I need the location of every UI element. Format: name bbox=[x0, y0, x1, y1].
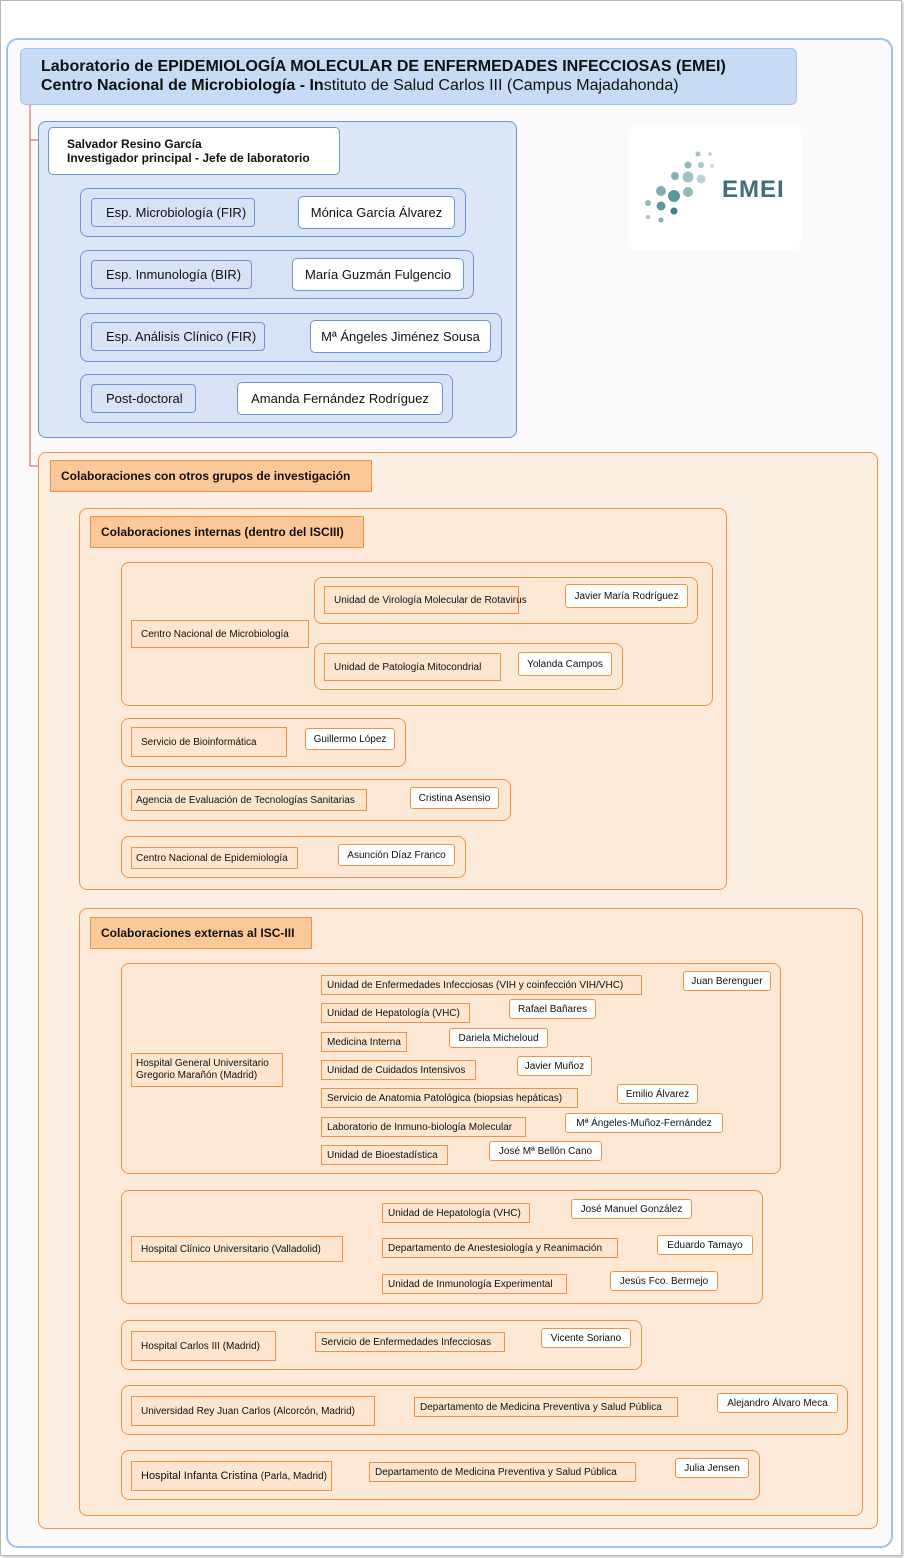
cnm-person-2: Yolanda Campos bbox=[518, 652, 612, 676]
gregorio-person-5: Emilio Álvarez bbox=[617, 1084, 698, 1104]
gregorio-unit-7: Unidad de Bioestadística bbox=[321, 1145, 448, 1165]
emei-logo: EMEI bbox=[628, 124, 801, 250]
clinico-name: Hospital Clínico Universitario (Valladol… bbox=[131, 1236, 343, 1262]
internal-unit-3: Centro Nacional de Epidemiología bbox=[131, 847, 298, 869]
header-line1-bold: EPIDEMIOLOGÍA MOLECULAR DE ENFERMEDADES … bbox=[157, 58, 726, 75]
clinico-unit-3: Unidad de Inmunología Experimental bbox=[382, 1274, 567, 1294]
gregorio-unit-6: Laboratorio de Inmuno-biología Molecular bbox=[321, 1117, 526, 1137]
clinico-person-3: Jesús Fco. Bermejo bbox=[610, 1271, 718, 1291]
gregorio-unit-5: Servicio de Anatomia Patológica (biopsia… bbox=[321, 1088, 578, 1108]
gregorio-person-4: Javier Muñoz bbox=[517, 1056, 592, 1076]
team-role-1: Esp. Microbiología (FIR) bbox=[91, 198, 255, 227]
clinico-person-2: Eduardo Tamayo bbox=[657, 1235, 753, 1255]
cnm-unit-1: Unidad de Virología Molecular de Rotavir… bbox=[324, 586, 527, 614]
clinico-unit-2: Departamento de Anestesiología y Reanima… bbox=[382, 1238, 618, 1258]
gregorio-person-6: Mª Ángeles-Muñoz-Fernández bbox=[565, 1113, 723, 1133]
gregorio-name-line2: Gregorio Marañón (Madrid) bbox=[136, 1070, 258, 1081]
urjc-unit: Departamento de Medicina Preventiva y Sa… bbox=[414, 1397, 678, 1417]
pi-box: Salvador Resino García Investigador prin… bbox=[48, 127, 340, 175]
diagram-header: Laboratorio de EPIDEMIOLOGÍA MOLECULAR D… bbox=[20, 48, 797, 105]
internal-unit-2: Agencia de Evaluación de Tecnologías San… bbox=[131, 789, 367, 811]
team-role-2: Esp. Inmunología (BIR) bbox=[91, 260, 252, 289]
gregorio-unit-2: Unidad de Hepatología (VHC) bbox=[321, 1003, 470, 1023]
infanta-name: Hospital Infanta Cristina (Parla, Madrid… bbox=[131, 1461, 332, 1491]
internal-unit-1: Servicio de Bioinformática bbox=[131, 727, 287, 757]
urjc-person: Alejandro Álvaro Meca bbox=[717, 1393, 838, 1413]
team-person-4: Amanda Fernández Rodríguez bbox=[237, 382, 443, 415]
gregorio-person-1: Juan Berenguer bbox=[683, 971, 771, 991]
internal-person-2: Cristina Asensio bbox=[410, 787, 499, 809]
cnm-name: Centro Nacional de Microbiología bbox=[131, 620, 309, 648]
team-role-3: Esp. Análisis Clínico (FIR) bbox=[91, 322, 265, 351]
carlos-person: Vicente Soriano bbox=[541, 1328, 631, 1348]
internal-person-1: Guillermo López bbox=[305, 728, 395, 750]
cnm-person-1: Javier María Rodríguez bbox=[565, 584, 688, 608]
pi-name: Salvador Resino García bbox=[67, 137, 202, 151]
gregorio-unit-4: Unidad de Cuidados Intensivos bbox=[321, 1060, 476, 1080]
header-line-1: Laboratorio de EPIDEMIOLOGÍA MOLECULAR D… bbox=[41, 57, 796, 76]
team-person-1: Mónica García Álvarez bbox=[298, 196, 455, 229]
gregorio-unit-1: Unidad de Enfermedades Infecciosas (VIH … bbox=[321, 975, 642, 995]
infanta-person: Julia Jensen bbox=[675, 1458, 749, 1478]
carlos-unit: Servicio de Enfermedades Infecciosas bbox=[315, 1332, 505, 1352]
team-role-4: Post-doctoral bbox=[91, 384, 196, 413]
header-line1-prefix: Laboratorio de bbox=[41, 58, 158, 75]
external-title: Colaboraciones externas al ISC-III bbox=[90, 917, 312, 949]
carlos-name: Hospital Carlos III (Madrid) bbox=[131, 1331, 276, 1361]
logo-text: EMEI bbox=[722, 176, 785, 203]
cnm-unit-2: Unidad de Patología Mitocondrial bbox=[324, 653, 501, 681]
infanta-name-main: Hospital Infanta Cristina bbox=[141, 1470, 258, 1482]
infanta-name-small: (Parla, Madrid) bbox=[260, 1470, 327, 1482]
gregorio-person-7: José Mª Bellón Cano bbox=[489, 1141, 602, 1161]
infanta-unit: Departamento de Medicina Preventiva y Sa… bbox=[369, 1462, 636, 1482]
gregorio-person-3: Dariela Micheloud bbox=[449, 1028, 548, 1048]
internal-person-3: Asunción Díaz Franco bbox=[338, 844, 455, 866]
gregorio-name-line1: Hospital General Universitario bbox=[136, 1058, 269, 1069]
header-line2-bold: Centro Nacional de Microbiología - In bbox=[41, 77, 324, 94]
urjc-name: Universidad Rey Juan Carlos (Alcorcón, M… bbox=[131, 1396, 375, 1426]
header-line-2: Centro Nacional de Microbiología - Insti… bbox=[41, 76, 796, 95]
team-person-3: Mª Ángeles Jiménez Sousa bbox=[310, 320, 491, 353]
logo-dots-icon bbox=[645, 151, 714, 223]
collab-title: Colaboraciones con otros grupos de inves… bbox=[50, 460, 372, 492]
header-line2-rest: stituto de Salud Carlos III (Campus Maja… bbox=[323, 77, 679, 94]
gregorio-unit-3: Medicina Interna bbox=[321, 1032, 407, 1052]
clinico-unit-1: Unidad de Hepatología (VHC) bbox=[382, 1203, 530, 1223]
gregorio-name: Hospital General Universitario Gregorio … bbox=[131, 1053, 283, 1087]
clinico-person-1: José Manuel González bbox=[571, 1199, 692, 1219]
team-person-2: María Guzmán Fulgencio bbox=[292, 258, 464, 291]
gregorio-person-2: Rafael Bañares bbox=[509, 999, 596, 1019]
internal-title: Colaboraciones internas (dentro del ISCI… bbox=[90, 516, 364, 548]
pi-role: Investigador principal - Jefe de laborat… bbox=[67, 151, 310, 165]
